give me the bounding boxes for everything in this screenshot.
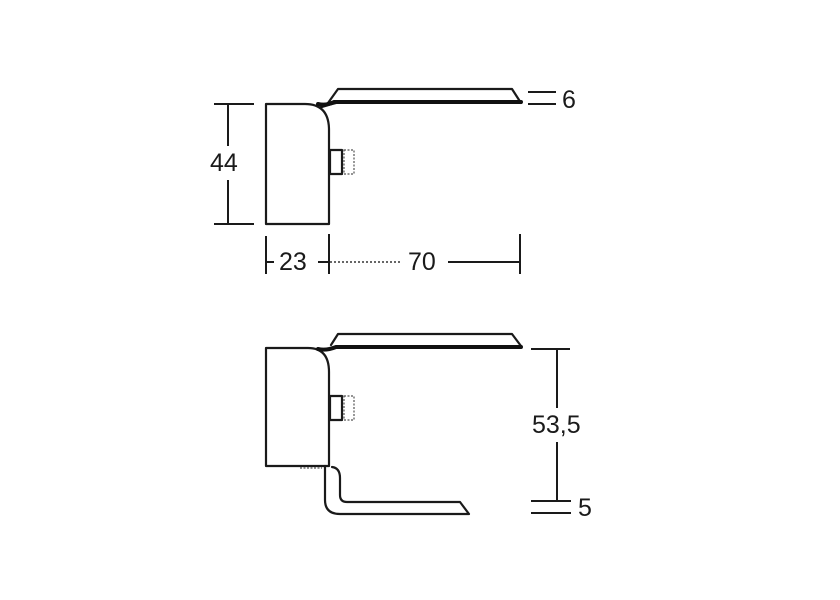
dim-label-5: 5: [578, 494, 592, 522]
lever-bottom-edge: [316, 100, 523, 107]
lever-neck: [320, 100, 338, 108]
bottom-view: [264, 332, 571, 516]
dim-label-44: 44: [210, 149, 238, 177]
latch-button-lower: [328, 394, 344, 422]
top-view: [214, 87, 556, 274]
dim-label-70: 70: [408, 248, 436, 276]
lever-upper-bottom-edge: [316, 345, 523, 352]
rose-body-lower: [264, 346, 331, 468]
rose-body: [264, 102, 331, 226]
lever-upper-top-edge: [329, 332, 523, 348]
lever-top-edge: [326, 87, 523, 105]
dim-label-6: 6: [562, 86, 576, 114]
dim-label-23: 23: [279, 248, 307, 276]
lower-lever: [323, 464, 471, 516]
latch-button: [328, 148, 344, 176]
latch-hidden-outline-lower: [343, 395, 355, 421]
latch-hidden-outline: [343, 149, 355, 175]
dim-label-53-5: 53,5: [532, 411, 581, 439]
